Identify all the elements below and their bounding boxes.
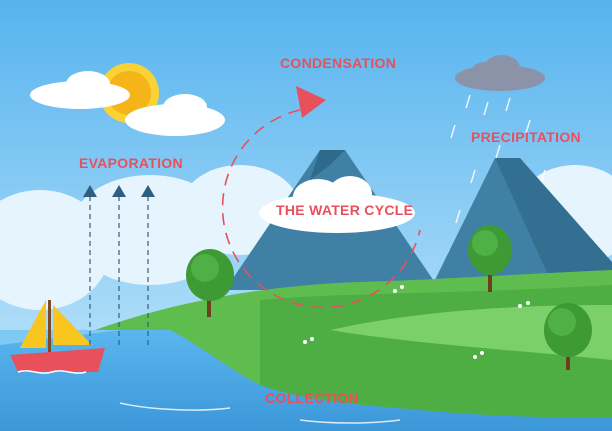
evaporation-arrows [83,185,155,348]
flowers [303,285,530,359]
condensation-label: CONDENSATION [280,55,397,71]
evaporation-label: EVAPORATION [79,155,183,171]
title-cloud [259,176,415,233]
rain-cloud-icon [455,55,545,91]
tree-icon [186,249,234,317]
cycle-arrow-icon [221,86,421,309]
tree-icon [468,225,512,292]
precipitation-label: PRECIPITATION [471,129,581,145]
collection-label: COLLECTION [265,390,359,406]
cloud-icon [30,71,225,136]
tree-icon [544,303,592,370]
diagram-title: THE WATER CYCLE [276,202,414,218]
sailboat-icon [10,300,105,374]
